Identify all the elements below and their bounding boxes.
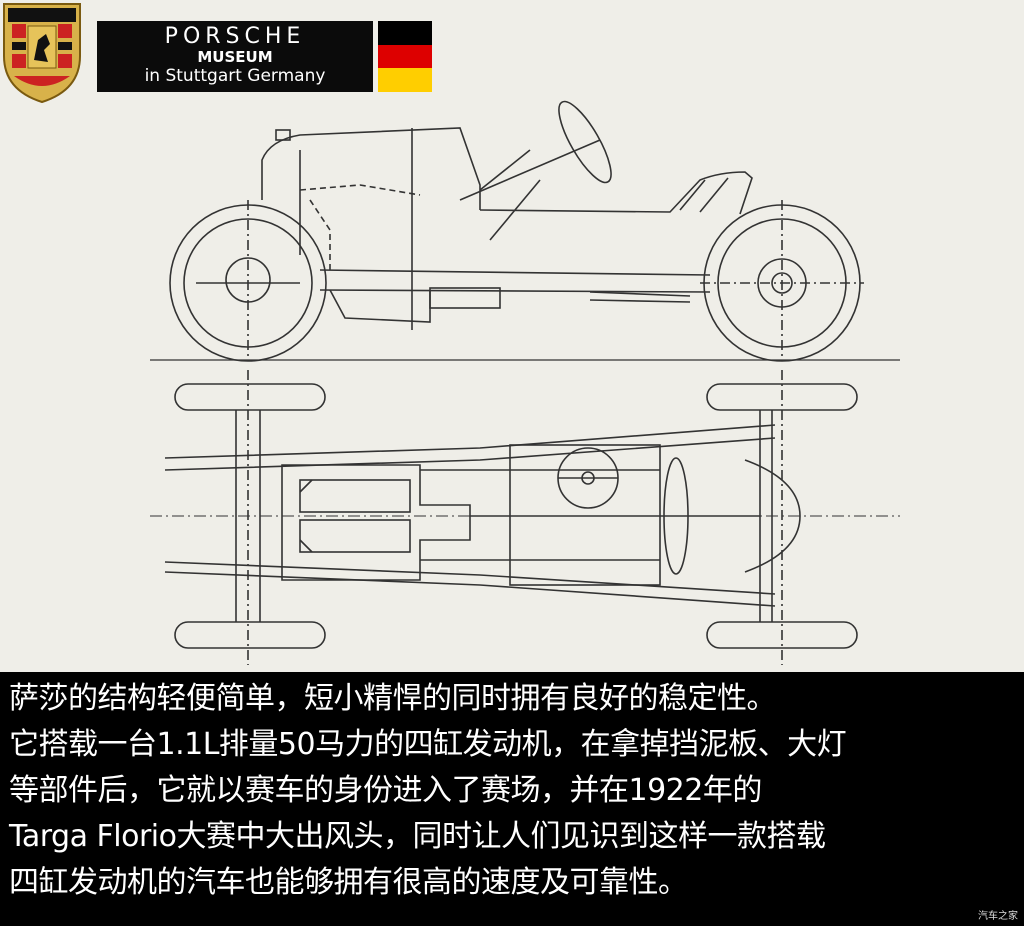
car-blueprint (150, 100, 900, 665)
caption-line: Targa Florio大赛中大出风头，同时让人们见识到这样一款搭载 (9, 819, 826, 854)
caption-line: 等部件后，它就以赛车的身份进入了赛场，并在1922年的 (9, 773, 762, 808)
museum-label: MUSEUM (197, 48, 273, 66)
brand-wordmark: PORSCHE (164, 24, 306, 49)
technical-drawing: PORSCHE MUSEUM in Stuttgart Germany (0, 0, 1024, 672)
porsche-crest-icon (3, 3, 81, 104)
caption-line: 它搭载一台1.1L排量50马力的四缸发动机，在拿掉挡泥板、大灯 (9, 727, 847, 762)
german-flag-icon (378, 21, 432, 92)
watermark: 汽车之家 (978, 911, 1018, 922)
museum-banner: PORSCHE MUSEUM in Stuttgart Germany (97, 21, 373, 92)
caption-text: 萨莎的结构轻便简单，短小精悍的同时拥有良好的稳定性。 它搭载一台1.1L排量50… (9, 676, 1019, 906)
caption-line: 萨莎的结构轻便简单，短小精悍的同时拥有良好的稳定性。 (9, 681, 777, 716)
location-label: in Stuttgart Germany (144, 66, 326, 86)
caption-line: 四缸发动机的汽车也能够拥有很高的速度及可靠性。 (9, 865, 688, 900)
